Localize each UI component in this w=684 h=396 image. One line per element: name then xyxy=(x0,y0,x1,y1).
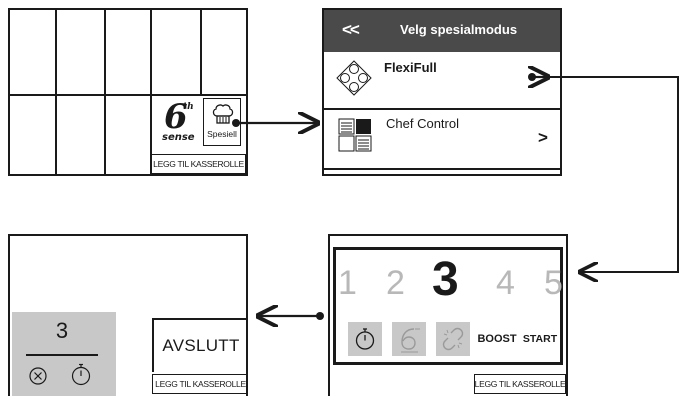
active-level: 3 xyxy=(55,318,69,343)
back-button[interactable]: << xyxy=(342,20,360,39)
chevron-right-icon: > xyxy=(538,128,548,147)
flexi-full-icon xyxy=(336,60,372,96)
power-level-1[interactable]: 1 xyxy=(338,264,357,302)
power-level-2[interactable]: 2 xyxy=(386,264,405,302)
sixth-sense-digit: 6 xyxy=(164,97,188,137)
end-label: AVSLUTT xyxy=(162,336,240,355)
timer-button[interactable] xyxy=(348,322,382,356)
chef-hat-icon xyxy=(211,102,235,126)
boost-button[interactable]: BOOST xyxy=(476,322,518,356)
arrow-to-power-level xyxy=(528,73,679,272)
sixth-sense-button[interactable] xyxy=(392,322,426,356)
power-level-panel: 1 2 3 4 5 xyxy=(333,247,563,365)
grid-divider xyxy=(10,94,246,96)
menu-item-chef-control[interactable]: Chef Control > xyxy=(324,110,560,170)
add-pot-button[interactable]: LEGG TIL KASSEROLLE xyxy=(152,374,248,394)
timer-icon[interactable] xyxy=(70,362,92,386)
link-button[interactable] xyxy=(436,322,470,356)
menu-item-flexifull[interactable]: FlexiFull xyxy=(324,52,560,110)
cooktop-grid-panel: 6 th sense Spesiell LEGG TIL KASSEROLLE xyxy=(8,8,248,176)
menu-item-label: Chef Control xyxy=(386,116,459,131)
add-pot-button[interactable]: LEGG TIL KASSEROLLE xyxy=(474,374,566,394)
add-pot-label: LEGG TIL KASSEROLLE xyxy=(153,159,244,169)
grid-divider xyxy=(104,10,106,174)
grid-divider xyxy=(200,10,202,94)
broken-link-icon xyxy=(441,327,465,351)
power-level-3[interactable]: 3 xyxy=(432,253,459,306)
add-pot-label: LEGG TIL KASSEROLLE xyxy=(474,379,566,389)
start-button[interactable]: START xyxy=(520,322,560,356)
sixth-sense-word: sense xyxy=(162,132,195,143)
sixth-sense-button[interactable]: 6 th sense xyxy=(156,96,200,152)
end-button[interactable]: AVSLUTT xyxy=(152,318,248,372)
boost-label: BOOST xyxy=(477,333,517,345)
menu-item-label: FlexiFull xyxy=(384,60,437,75)
active-zone-panel: 3 AVSLUTT LEGG TIL KASSEROLLE xyxy=(8,234,248,396)
start-label: START xyxy=(522,333,558,345)
add-pot-button[interactable]: LEGG TIL KASSEROLLE xyxy=(151,154,246,174)
active-zone[interactable]: 3 xyxy=(12,312,116,396)
add-pot-label: LEGG TIL KASSEROLLE xyxy=(155,379,246,389)
power-level-5[interactable]: 5 xyxy=(544,264,563,302)
special-mode-menu-panel: << Velg spesialmodus FlexiFull xyxy=(322,8,562,176)
menu-title: Velg spesialmodus xyxy=(400,22,518,37)
grid-divider xyxy=(150,10,152,174)
power-level-panel-frame xyxy=(328,234,568,396)
sixth-sense-sup: th xyxy=(183,102,194,112)
power-level-4[interactable]: 4 xyxy=(496,264,515,302)
timer-icon xyxy=(354,327,376,351)
chef-control-icon xyxy=(338,118,372,152)
cancel-icon[interactable] xyxy=(28,366,48,386)
arrow-to-active-zone xyxy=(258,312,324,320)
menu-header: << Velg spesialmodus xyxy=(324,10,560,52)
special-mode-label: Spesiell xyxy=(207,129,237,139)
sixth-sense-icon xyxy=(398,325,422,353)
level-divider xyxy=(26,354,98,356)
grid-divider xyxy=(55,10,57,174)
arrow-to-menu xyxy=(232,119,318,127)
